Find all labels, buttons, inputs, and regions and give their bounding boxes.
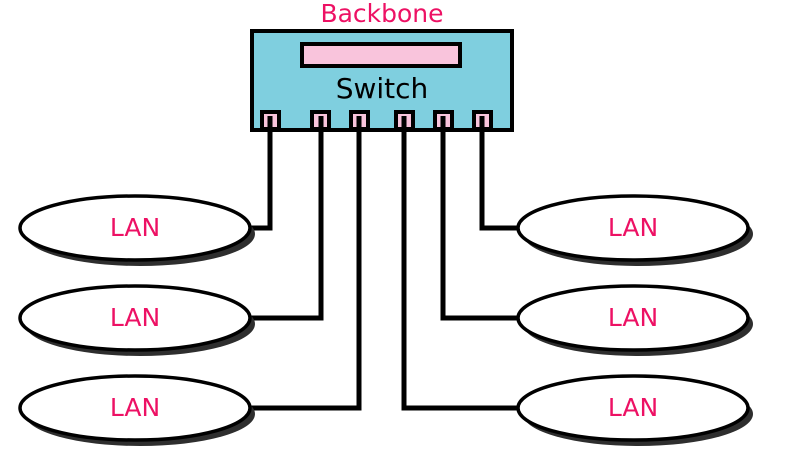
lan-ellipse bbox=[516, 374, 750, 442]
switch-port-2[interactable] bbox=[310, 110, 331, 131]
switch-port-5[interactable] bbox=[433, 110, 454, 131]
switch-faceplate-slot bbox=[300, 42, 462, 68]
lan-node-left-1[interactable]: LAN bbox=[18, 194, 255, 266]
lan-label: LAN bbox=[608, 303, 658, 332]
switch-port-3[interactable] bbox=[349, 110, 370, 131]
switch-port-6[interactable] bbox=[472, 110, 493, 131]
lan-ellipse bbox=[516, 284, 750, 352]
lan-node-right-2[interactable]: LAN bbox=[516, 284, 753, 356]
link-port-4-lan-right-3 bbox=[401, 128, 522, 411]
lan-node-right-1[interactable]: LAN bbox=[516, 194, 753, 266]
link-port-2-lan-left-2 bbox=[245, 128, 324, 321]
lan-node-left-2[interactable]: LAN bbox=[18, 284, 255, 356]
lan-label: LAN bbox=[608, 393, 658, 422]
lan-label: LAN bbox=[110, 393, 160, 422]
switch-device[interactable]: Switch bbox=[250, 29, 514, 132]
lan-ellipse bbox=[18, 374, 252, 442]
lan-label: LAN bbox=[608, 213, 658, 242]
link-port-1-lan-left-1 bbox=[245, 128, 273, 231]
switch-port-4[interactable] bbox=[394, 110, 415, 131]
lan-ellipse bbox=[516, 194, 750, 262]
switch-ports[interactable] bbox=[260, 110, 493, 131]
switch-label: Switch bbox=[336, 72, 429, 105]
lan-ellipse bbox=[18, 284, 252, 352]
lan-label: LAN bbox=[110, 213, 160, 242]
link-port-3-lan-left-3 bbox=[245, 128, 362, 411]
link-port-6-lan-right-1 bbox=[479, 128, 522, 231]
lan-ellipse bbox=[18, 194, 252, 262]
link-port-5-lan-right-2 bbox=[440, 128, 522, 321]
backbone-title: Backbone bbox=[320, 0, 443, 28]
lan-node-right-3[interactable]: LAN bbox=[516, 374, 753, 446]
lan-label: LAN bbox=[110, 303, 160, 332]
lan-node-left-3[interactable]: LAN bbox=[18, 374, 255, 446]
connection-lines bbox=[245, 128, 522, 411]
switch-port-1[interactable] bbox=[260, 110, 281, 131]
